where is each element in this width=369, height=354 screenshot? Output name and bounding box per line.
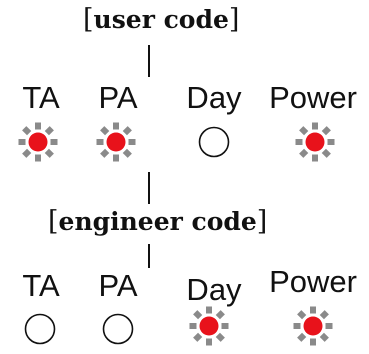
led-ray (321, 126, 331, 136)
user-row-label-day: Day (186, 80, 242, 115)
user-code-bracket-open: [ (83, 4, 94, 35)
led-ray (128, 139, 136, 145)
led-ray (50, 139, 58, 145)
engineer-code-bracket-open: [ (48, 206, 59, 237)
led-ray (221, 323, 229, 329)
led-ray (325, 323, 333, 329)
led-on-dot (199, 316, 219, 336)
led-ray (44, 148, 54, 158)
engineer-row-label-ta: TA (22, 268, 60, 303)
led-ray (299, 126, 309, 136)
engineer-code-bracket-close: ] (256, 206, 268, 237)
led-ray (22, 126, 32, 136)
led-ray (113, 122, 119, 130)
user-code-label: [user code] (83, 4, 239, 35)
led-ray (193, 332, 203, 342)
led-ray (319, 310, 329, 320)
led-ray (310, 338, 316, 346)
user-row-led-pa (96, 122, 136, 162)
engineer-code-top-connector-line (148, 172, 150, 204)
engineer-row-label-pa: PA (98, 268, 138, 303)
user-row-led-day (198, 126, 230, 158)
led-ray (299, 148, 309, 158)
led-ray (18, 139, 26, 145)
led-ray (193, 310, 203, 320)
led-ray (44, 126, 54, 136)
engineer-code-connector-line (148, 244, 150, 268)
led-ray (312, 122, 318, 130)
led-ray (122, 148, 132, 158)
led-ray (206, 306, 212, 314)
led-ray (321, 148, 331, 158)
led-off-ring (102, 313, 134, 345)
engineer-row-led-power (293, 306, 333, 346)
led-ray (295, 139, 303, 145)
user-row-led-power (295, 122, 335, 162)
led-ray (35, 122, 41, 130)
led-ray (297, 332, 307, 342)
led-ray (310, 306, 316, 314)
led-ray (100, 126, 110, 136)
led-ray (293, 323, 301, 329)
engineer-row-label-day: Day (186, 272, 242, 307)
led-ray (319, 332, 329, 342)
led-on-dot (28, 132, 48, 152)
user-row-label-pa: PA (98, 80, 138, 115)
engineer-row-led-ta (24, 313, 56, 345)
user-code-connector-line (148, 45, 150, 77)
led-off-ring (198, 126, 230, 158)
led-ray (297, 310, 307, 320)
led-ray (122, 126, 132, 136)
led-ray (35, 154, 41, 162)
user-row-label-ta: TA (22, 80, 60, 115)
user-code-text: user code (93, 5, 229, 34)
user-row-label-power: Power (269, 80, 357, 115)
led-ray (189, 323, 197, 329)
engineer-row-led-pa (102, 313, 134, 345)
led-ray (312, 154, 318, 162)
user-row-led-ta (18, 122, 58, 162)
led-on-dot (303, 316, 323, 336)
engineer-row-label-power: Power (269, 264, 357, 299)
led-ray (206, 338, 212, 346)
led-off-ring (24, 313, 56, 345)
engineer-row-led-day (189, 306, 229, 346)
led-ray (113, 154, 119, 162)
led-ray (96, 139, 104, 145)
led-ray (215, 332, 225, 342)
engineer-code-text: engineer code (58, 207, 257, 236)
led-ray (100, 148, 110, 158)
led-ray (215, 310, 225, 320)
led-on-dot (305, 132, 325, 152)
led-ray (327, 139, 335, 145)
engineer-code-label: [engineer code] (48, 206, 267, 237)
led-ray (22, 148, 32, 158)
user-code-bracket-close: ] (228, 4, 240, 35)
led-on-dot (106, 132, 126, 152)
